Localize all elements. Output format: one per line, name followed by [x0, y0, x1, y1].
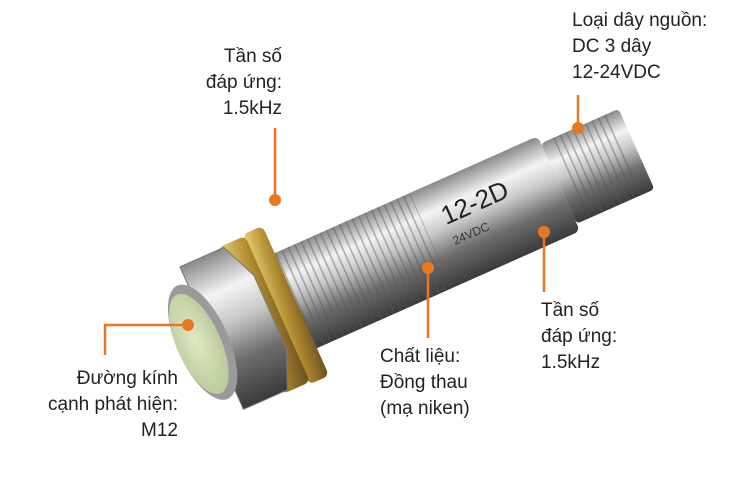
callout-dot [269, 194, 281, 206]
label-power-type: Loại dây nguồn: DC 3 dây 12-24VDC [572, 10, 708, 83]
label-frequency-right: Tần số đáp ứng: 1.5kHz [541, 300, 618, 373]
callout-dot [422, 262, 434, 274]
callout-line-diameter [103, 323, 188, 355]
label-frequency-top: Tần số đáp ứng: 1.5kHz [205, 46, 282, 119]
callout-dot [538, 226, 550, 238]
callout-dot [572, 122, 584, 134]
label-diameter: Đường kính cạnh phát hiện: M12 [48, 368, 178, 441]
sensor-body: 12-2D 24VDC [167, 110, 654, 411]
callout-dot [182, 319, 194, 331]
label-material: Chất liệu: Đồng thau (mạ niken) [380, 346, 470, 419]
